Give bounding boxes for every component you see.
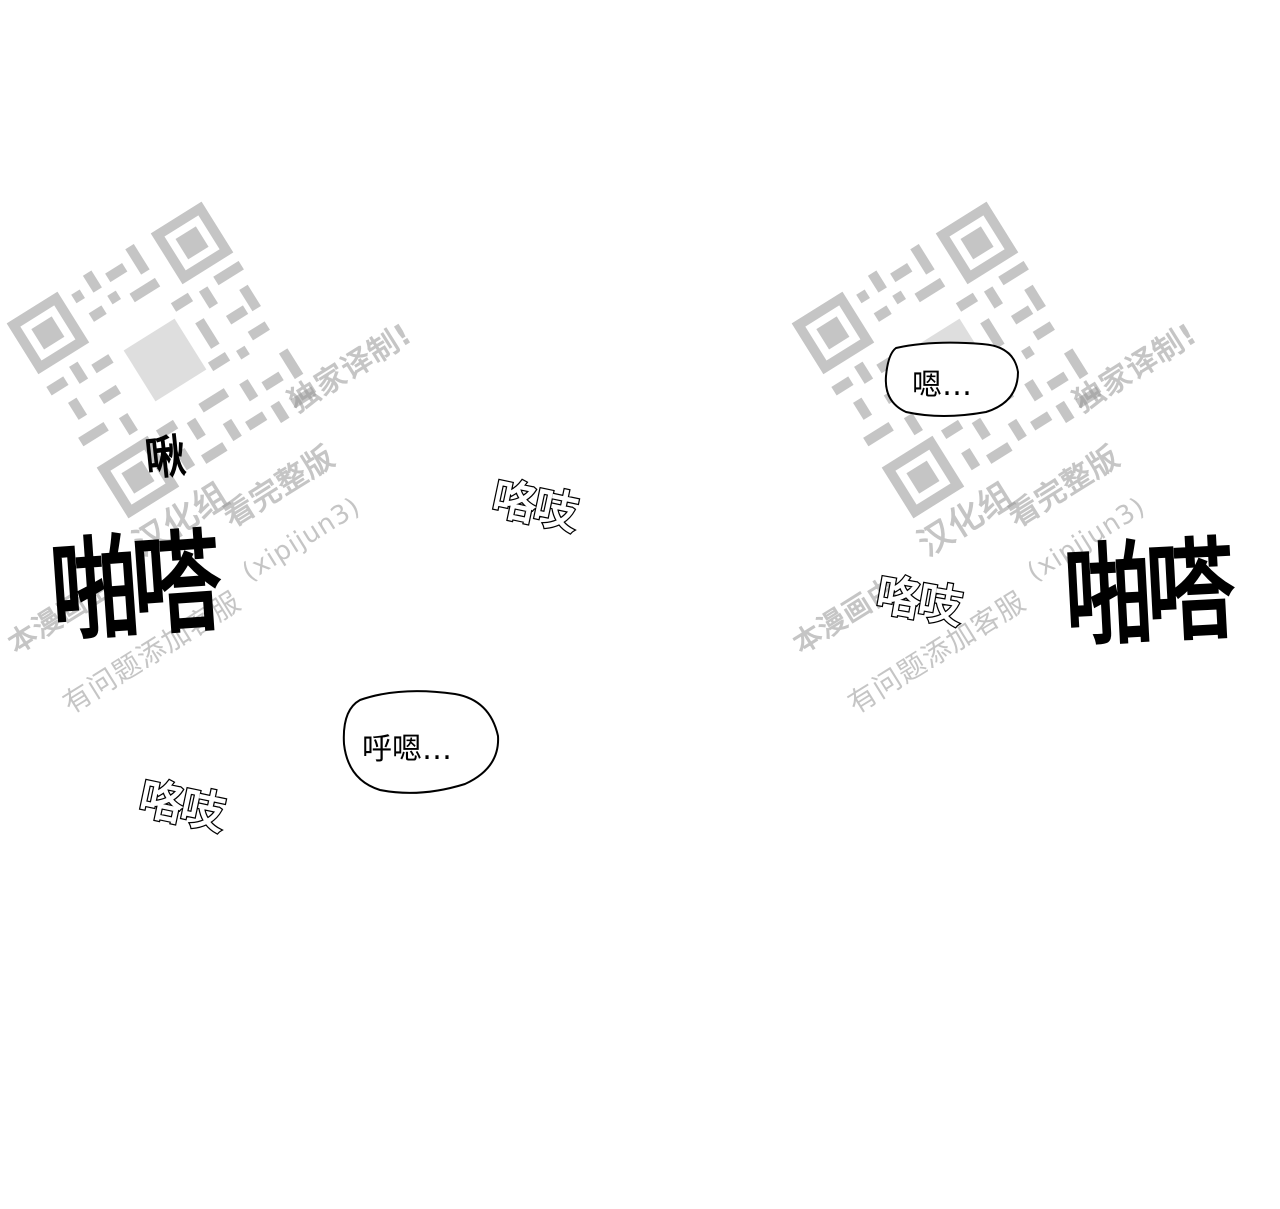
speech-bubble-text: 嗯… — [912, 368, 972, 403]
watermark-text: 看完整版 — [217, 439, 342, 535]
speech-bubble-huen: 呼嗯… — [340, 688, 502, 796]
watermark-text: (xipijun3) — [237, 491, 367, 588]
sfx-gezhi: 咯吱 — [486, 471, 581, 541]
speech-bubble-text: 呼嗯… — [362, 732, 452, 767]
sfx-gezhi: 咯吱 — [871, 568, 965, 635]
watermark-text: 独家译制! — [282, 316, 419, 420]
watermark-text: 汉化组 — [911, 474, 1022, 565]
speech-bubble-en: 嗯… — [882, 340, 1022, 420]
speech-bubble-outline — [342, 690, 500, 794]
sfx-jiu: 啾 — [142, 430, 186, 487]
sfx-pa-right: 啪嗒 — [1061, 525, 1232, 663]
sfx-gezhi: 咯吱 — [133, 771, 228, 841]
watermark-text: 独家译制! — [1067, 316, 1204, 420]
sfx-pa-left: 啪嗒 — [46, 517, 220, 658]
speech-bubble-outline — [884, 341, 1020, 417]
